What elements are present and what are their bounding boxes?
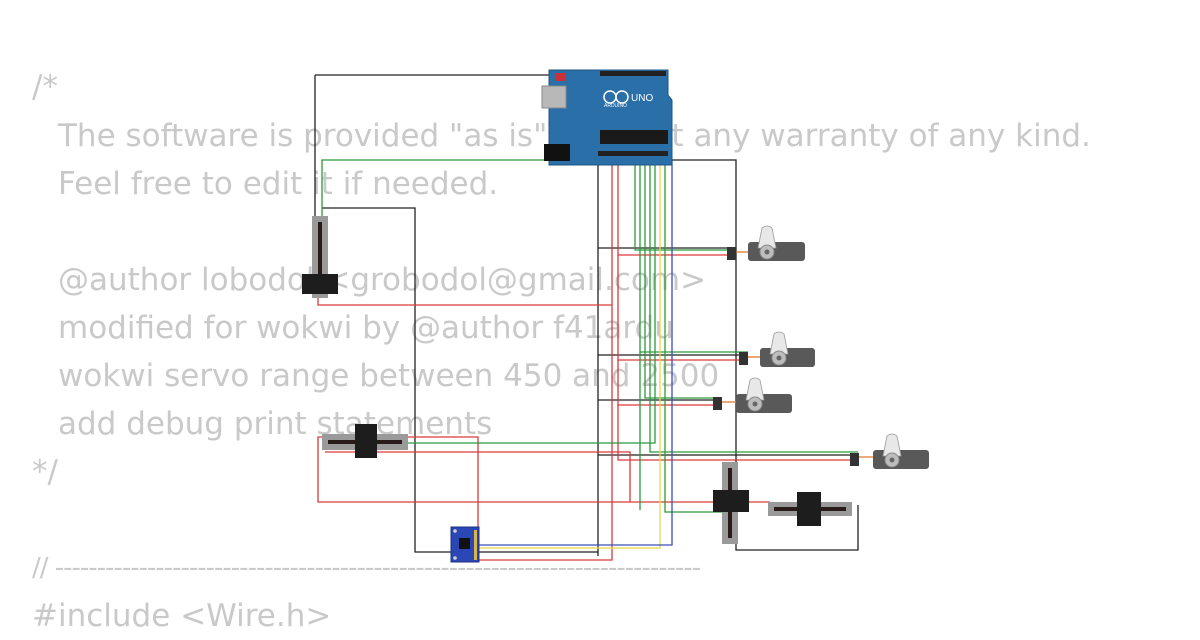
wire-signal[interactable] bbox=[325, 160, 656, 444]
wire-signal[interactable] bbox=[634, 160, 735, 251]
servo-1[interactable] bbox=[727, 225, 805, 261]
wire-signal[interactable] bbox=[321, 159, 600, 218]
slide-pot-vertical-left[interactable] bbox=[302, 216, 338, 298]
usb-connector bbox=[541, 85, 567, 109]
power-jack bbox=[544, 144, 570, 161]
slide-pot-horizontal-right[interactable] bbox=[768, 492, 852, 526]
code-line: modified for wokwi by @author f41ardu bbox=[58, 310, 674, 346]
servo-connector bbox=[739, 352, 748, 365]
wire-gnd[interactable] bbox=[322, 207, 598, 553]
servo-4[interactable] bbox=[850, 433, 929, 469]
code-line: @author lobodol <grobodol@gmail.com> bbox=[58, 262, 707, 298]
wire-vcc[interactable] bbox=[617, 405, 858, 461]
slide-pot-vertical-right[interactable] bbox=[713, 462, 749, 544]
mpu6050-module[interactable] bbox=[450, 526, 480, 563]
wire-sda[interactable] bbox=[478, 160, 661, 549]
servo-connector bbox=[727, 247, 736, 260]
wire-scl[interactable] bbox=[478, 160, 673, 546]
reset-button[interactable] bbox=[556, 73, 565, 81]
code-line: #include <Wire.h> bbox=[32, 598, 332, 634]
servo-3[interactable] bbox=[713, 377, 792, 413]
wire-vcc[interactable] bbox=[317, 160, 630, 561]
board-model-label: UNO bbox=[631, 93, 653, 104]
code-line: // -------------------------------------… bbox=[32, 553, 701, 583]
code-line: /* bbox=[32, 69, 58, 105]
wire-signal[interactable] bbox=[649, 160, 858, 453]
servo-2[interactable] bbox=[739, 331, 815, 367]
slide-pot-horizontal-left[interactable] bbox=[322, 424, 408, 458]
code-line: */ bbox=[32, 454, 58, 490]
arduino-logo-icon bbox=[615, 90, 629, 104]
arduino-uno-board[interactable]: UNO ARDUINO bbox=[541, 69, 673, 166]
wire-vcc[interactable] bbox=[317, 290, 612, 306]
wire-signal[interactable] bbox=[644, 160, 722, 399]
atmega-chip bbox=[600, 130, 668, 144]
wire-signal[interactable] bbox=[664, 160, 722, 513]
servo-connector bbox=[850, 453, 859, 466]
wire-vcc[interactable] bbox=[617, 255, 748, 361]
code-line: Feel free to edit it if needed. bbox=[58, 166, 499, 202]
wires bbox=[314, 74, 875, 561]
wire-gnd[interactable] bbox=[610, 159, 859, 551]
digital-header bbox=[600, 71, 666, 76]
code-line: wokwi servo range between 450 and 2500 bbox=[58, 358, 720, 394]
servo-connector bbox=[713, 397, 722, 410]
board-brand-label: ARDUINO bbox=[604, 103, 627, 109]
wire-vcc[interactable] bbox=[325, 451, 770, 503]
power-header bbox=[598, 151, 668, 156]
